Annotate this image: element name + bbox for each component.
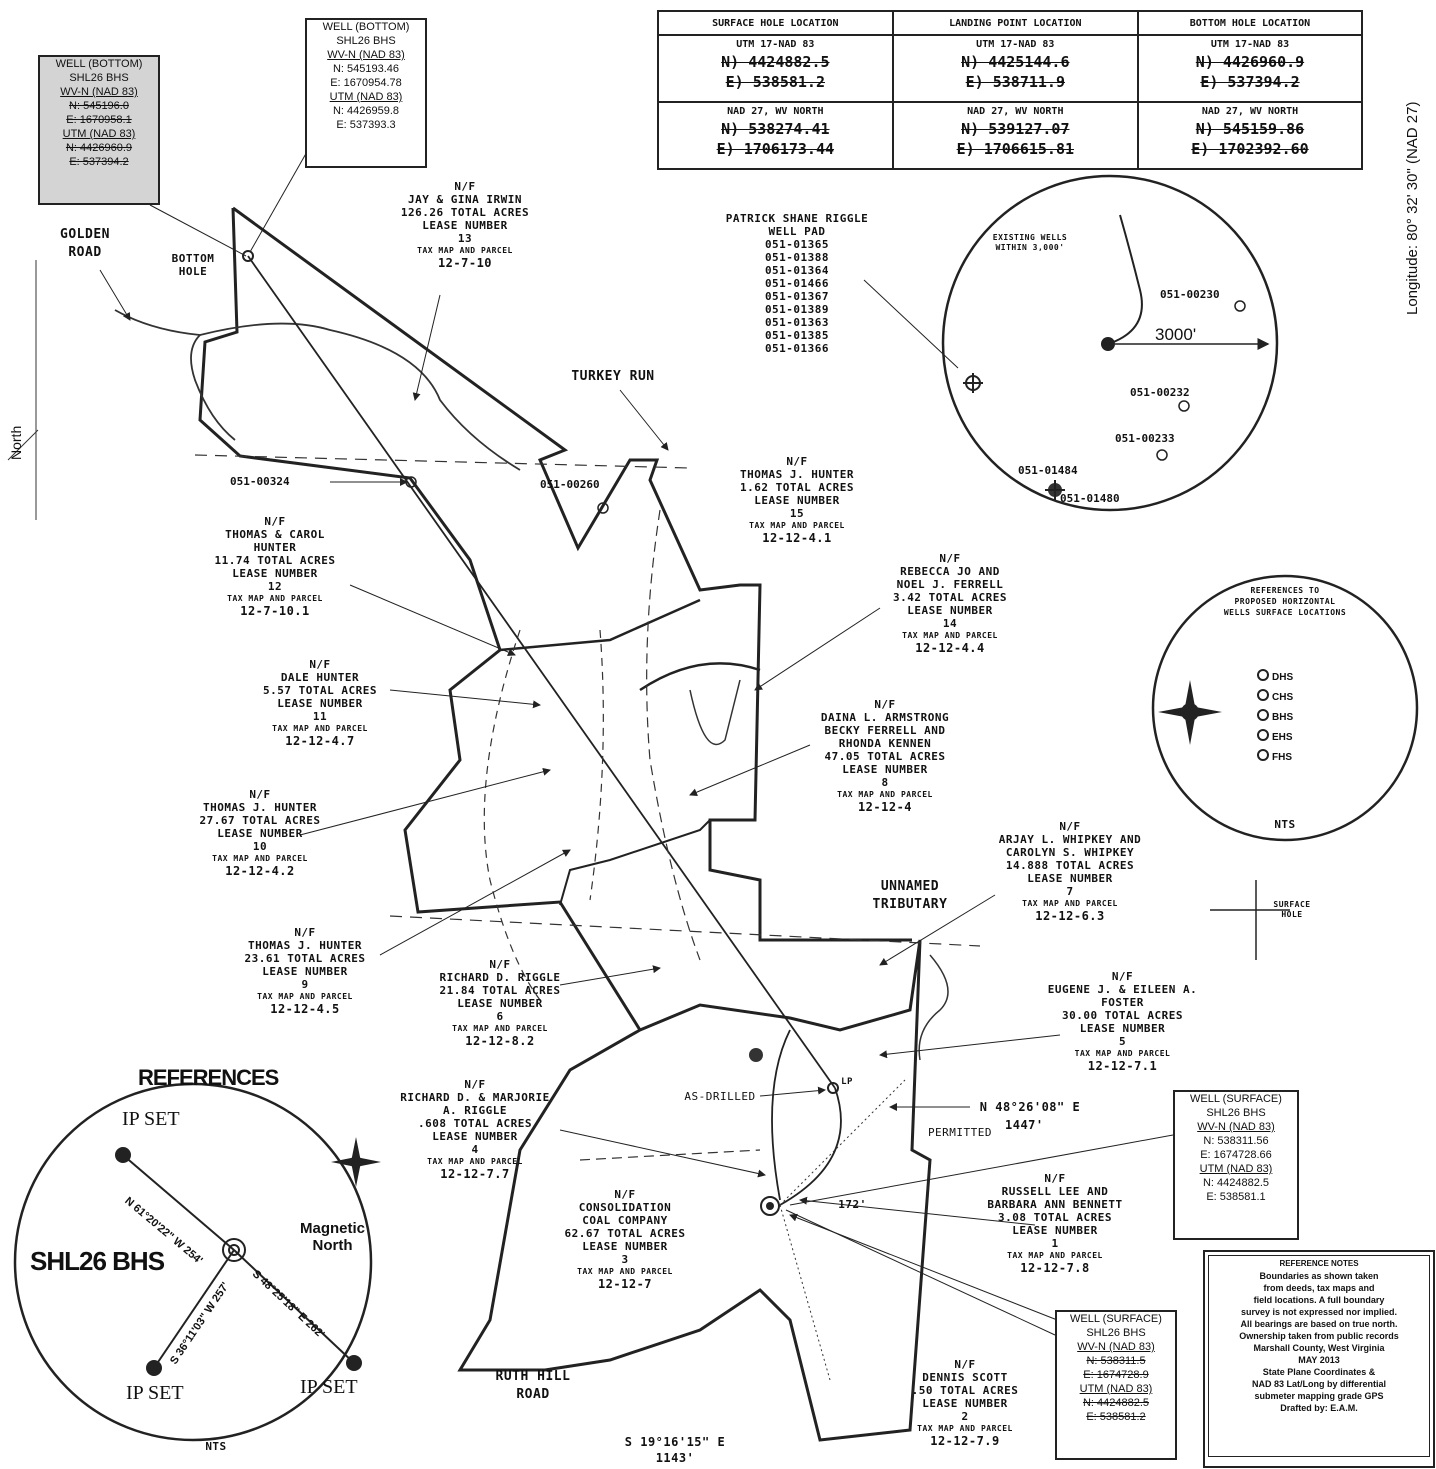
well-surface-box-old: WELL (SURFACE) SHL26 BHS WV-N (NAD 83) N… — [1055, 1310, 1177, 1460]
ip-set-3: IP SET — [300, 1376, 358, 1398]
turkey-run-label: TURKEY RUN — [571, 369, 655, 384]
well-label-00324: 051-00324 — [230, 475, 290, 488]
header-bottom: BOTTOM HOLE LOCATION — [1136, 10, 1364, 36]
header-landing: LANDING POINT LOCATION — [891, 10, 1139, 36]
reference-notes: REFERENCE NOTES Boundaries as shown take… — [1203, 1250, 1435, 1468]
references-title: REFERENCES — [138, 1065, 279, 1090]
north-label: North — [8, 425, 24, 460]
well-label-00260: 051-00260 — [540, 478, 600, 491]
well-surface-box: WELL (SURFACE) SHL26 BHS WV-N (NAD 83) N… — [1173, 1090, 1299, 1240]
compass-rose-small — [1158, 680, 1222, 745]
well-pad-label: PATRICK SHANE RIGGLE WELL PAD 051-01365 … — [725, 212, 869, 355]
cell-surface-nad27: NAD 27, WV NORTH N) 538274.41 E) 1706173… — [657, 101, 894, 170]
cell-surface-utm: UTM 17-NAD 83 N) 4424882.5 E) 538581.2 — [657, 34, 894, 103]
sh-marker — [749, 1048, 763, 1062]
references-circle — [13, 1082, 373, 1442]
lp-marker — [827, 1082, 839, 1094]
lp-label: LP — [841, 1077, 853, 1087]
bottom-hole-marker — [242, 250, 254, 262]
cell-bottom-nad27: NAD 27, WV NORTH N) 545159.86 E) 1702392… — [1136, 101, 1364, 170]
radius-label: 3000' — [1155, 325, 1197, 344]
as-drilled-label: AS-DRILLED — [684, 1090, 756, 1103]
well-label-00233: 051-00233 — [1115, 432, 1175, 445]
permitted-label: PERMITTED — [927, 1126, 993, 1139]
well-label-01480: 051-01480 — [1060, 492, 1120, 505]
dist-172-label: 172' — [838, 1198, 867, 1211]
compass-rose-refs — [331, 1137, 381, 1187]
cell-bottom-utm: UTM 17-NAD 83 N) 4426960.9 E) 537394.2 — [1136, 34, 1364, 103]
ip-set-2: IP SET — [126, 1382, 184, 1404]
header-surface: SURFACE HOLE LOCATION — [657, 10, 894, 36]
cell-landing-nad27: NAD 27, WV NORTH N) 539127.07 E) 1706615… — [891, 101, 1139, 170]
well-trajectory — [247, 255, 836, 1089]
well-bottom-box-old: WELL (BOTTOM) SHL26 BHS WV-N (NAD 83) N:… — [38, 55, 160, 205]
property-boundary — [198, 207, 932, 1442]
references-nts: NTS — [205, 1440, 227, 1453]
pad-symbol — [760, 1196, 780, 1216]
well-label-01484: 051-01484 — [1018, 464, 1078, 477]
location-table: SURFACE HOLE LOCATION LANDING POINT LOCA… — [657, 10, 1364, 170]
proposed-refs-nts: NTS — [1274, 818, 1296, 831]
existing-wells-circle — [941, 174, 1279, 512]
well-bottom-box: WELL (BOTTOM) SHL26 BHS WV-N (NAD 83) N:… — [305, 18, 427, 168]
ip-set-1: IP SET — [122, 1108, 180, 1130]
longitude-label: Longitude: 80° 32' 30" (NAD 27) — [1404, 101, 1421, 316]
proposed-refs-circle — [1151, 574, 1419, 842]
well-label-00230: 051-00230 — [1160, 288, 1220, 301]
well-label-00232: 051-00232 — [1130, 386, 1190, 399]
cell-landing-utm: UTM 17-NAD 83 N) 4425144.6 E) 538711.9 — [891, 34, 1139, 103]
references-well: SHL26 BHS — [30, 1246, 165, 1276]
